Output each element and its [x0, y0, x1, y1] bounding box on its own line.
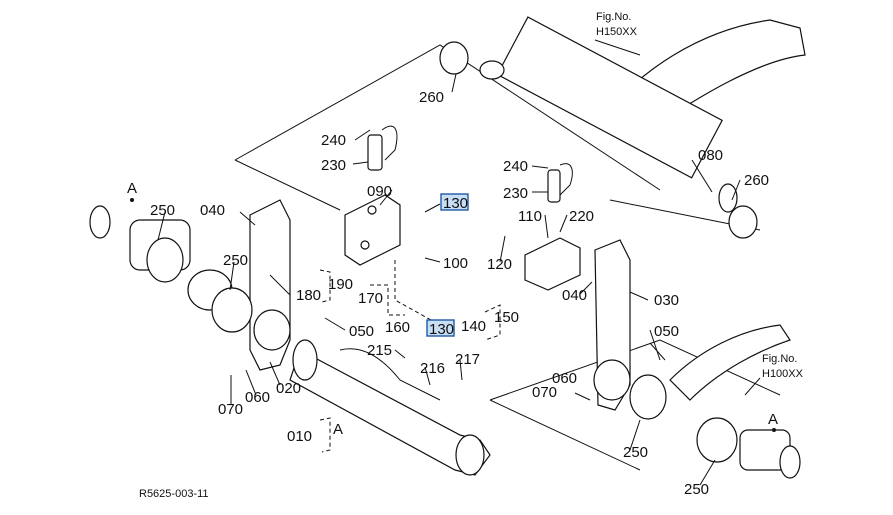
part-180-label[interactable]: 180 — [296, 287, 321, 304]
part-100-label[interactable]: 100 — [443, 255, 468, 272]
ref-a-marker-right — [772, 428, 776, 432]
fig-ref-right-line2: H100XX — [762, 368, 804, 380]
part-080-label[interactable]: 080 — [698, 147, 723, 164]
part-190-label[interactable]: 190 — [328, 276, 353, 293]
part-020-label[interactable]: 020 — [276, 380, 301, 397]
part-130-label-upper[interactable]: 130 — [443, 195, 468, 212]
guide-lines — [234, 44, 781, 471]
fig-ref-top-line2: H150XX — [596, 26, 638, 38]
part-217-label[interactable]: 217 — [455, 351, 480, 368]
ref-a-marker-left — [130, 198, 134, 202]
part-040-label-left[interactable]: 040 — [200, 202, 225, 219]
part-240-label[interactable]: 240 — [321, 132, 346, 149]
part-230-label-right[interactable]: 230 — [503, 185, 528, 202]
right-arm-assembly — [593, 239, 801, 479]
part-060-label-left[interactable]: 060 — [245, 389, 270, 406]
part-260-label[interactable]: 260 — [419, 89, 444, 106]
part-130-highlight-lower — [426, 319, 455, 337]
part-260-label-right[interactable]: 260 — [744, 172, 769, 189]
ref-a-label-bottom[interactable]: A — [333, 421, 343, 438]
part-216-label[interactable]: 216 — [420, 360, 445, 377]
left-arm-assembly — [89, 199, 291, 371]
part-250-label-left-1[interactable]: 250 — [150, 202, 175, 219]
part-labels: 260 240 230 090 130 100 040 250 250 A 18… — [127, 89, 778, 498]
part-050-label-right[interactable]: 050 — [654, 323, 679, 340]
part-060-label-right[interactable]: 060 — [552, 370, 577, 387]
bracket-lines — [319, 260, 501, 453]
part-250-label-right-2[interactable]: 250 — [684, 481, 709, 498]
part-240-label-right[interactable]: 240 — [503, 158, 528, 175]
leader-lines — [157, 73, 741, 486]
part-150-label[interactable]: 150 — [494, 309, 519, 326]
fig-ref-top[interactable]: Fig.No. H150XX — [594, 11, 641, 56]
part-070-label-right[interactable]: 070 — [532, 384, 557, 401]
part-130-highlight-upper — [440, 193, 469, 211]
top-arm-assembly — [439, 16, 806, 239]
part-030-label[interactable]: 030 — [654, 292, 679, 309]
part-250-label-left-2[interactable]: 250 — [223, 252, 248, 269]
part-140-label[interactable]: 140 — [461, 318, 486, 335]
part-250-label-right-1[interactable]: 250 — [623, 444, 648, 461]
part-110-label[interactable]: 110 — [518, 208, 542, 225]
valve-block-right — [524, 163, 581, 291]
ref-a-label-right[interactable]: A — [768, 411, 778, 428]
fig-ref-right[interactable]: Fig.No. H100XX — [744, 353, 804, 396]
part-070-label-left[interactable]: 070 — [218, 401, 243, 418]
part-215-label[interactable]: 215 — [367, 342, 392, 359]
part-220-label[interactable]: 220 — [569, 208, 594, 225]
part-040-label-right[interactable]: 040 — [562, 287, 587, 304]
lower-cylinder — [289, 339, 491, 476]
ref-a-label-left[interactable]: A — [127, 180, 137, 197]
part-120-label[interactable]: 120 — [487, 256, 512, 273]
part-090-label[interactable]: 090 — [367, 183, 392, 200]
fig-ref-right-line1: Fig.No. — [762, 353, 797, 365]
figure-code: R5625-003-11 — [139, 488, 209, 500]
part-130-label-lower[interactable]: 130 — [429, 321, 454, 338]
part-160-label[interactable]: 160 — [385, 319, 410, 336]
part-010-label[interactable]: 010 — [287, 428, 312, 445]
part-050-label-left[interactable]: 050 — [349, 323, 374, 340]
part-170-label[interactable]: 170 — [358, 290, 383, 307]
valve-block-left — [344, 125, 401, 266]
part-230-label[interactable]: 230 — [321, 157, 346, 174]
fig-ref-top-line1: Fig.No. — [596, 11, 631, 23]
